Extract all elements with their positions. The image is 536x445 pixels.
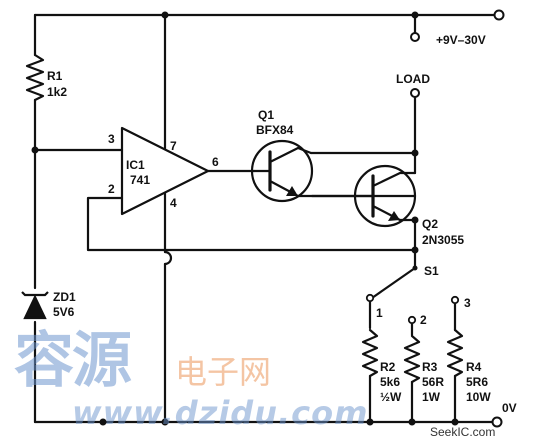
r4-value: 5R6 <box>466 375 489 389</box>
r4-power: 10W <box>466 390 491 404</box>
s1-contact-1 <box>365 293 375 303</box>
q1-transistor <box>250 139 314 203</box>
junction-dot <box>411 216 419 224</box>
zd1-name: ZD1 <box>53 290 76 304</box>
s1-pivot <box>412 265 418 271</box>
r3-name: R3 <box>422 360 438 374</box>
ground-label: 0V <box>502 401 517 415</box>
s1-contact-2 <box>407 315 417 325</box>
r1-resistor <box>25 53 45 102</box>
r2-value: 5k6 <box>380 375 401 389</box>
supply-label: +9V–30V <box>436 33 486 47</box>
ic1-pin4-label: 4 <box>170 196 177 210</box>
q1-collector <box>268 146 313 164</box>
q1-emitter-arrow <box>286 186 298 196</box>
junction-dot <box>161 11 169 19</box>
ic1-pin3-label: 3 <box>108 132 115 146</box>
q2-emitter-arrow <box>388 211 400 221</box>
supply-terminal <box>493 9 505 21</box>
junction-dot <box>411 149 419 157</box>
q2-part: 2N3055 <box>422 233 465 247</box>
r4-resistor <box>446 328 464 378</box>
junction-dot <box>31 146 39 154</box>
load-terminals <box>410 32 420 98</box>
s1-contact-3 <box>450 295 460 305</box>
ic1-pin7-label: 7 <box>170 139 177 153</box>
s1-pos1-label: 1 <box>376 306 383 320</box>
pin4-wire-crossover <box>163 250 173 266</box>
junction-dot <box>411 246 419 254</box>
junction-dot <box>411 11 419 19</box>
watermark-cn-main: 容源 <box>14 326 132 396</box>
load-terminal-top <box>410 32 420 42</box>
junction-dots <box>31 11 459 426</box>
zd1-zener-diode <box>21 291 49 320</box>
s1-name: S1 <box>424 264 439 278</box>
r2-resistor <box>361 328 379 378</box>
r2-power: ½W <box>380 390 402 404</box>
junction-dot <box>99 418 107 426</box>
ground-terminal <box>491 416 503 428</box>
s1-pos2-label: 2 <box>420 313 427 327</box>
watermark-corner: SeekIC.com <box>430 425 496 439</box>
junction-dot <box>366 418 374 426</box>
load-terminal-bottom <box>410 88 420 98</box>
s1-arm <box>370 266 417 300</box>
q2-collector <box>371 171 417 188</box>
r3-value: 56R <box>422 375 445 389</box>
r1-name: R1 <box>47 69 63 83</box>
watermark-url: www.dzidu.com <box>72 394 369 432</box>
ic1-pin2-label: 2 <box>108 182 115 196</box>
ic1-part: 741 <box>130 173 151 187</box>
r3-resistor <box>403 334 421 384</box>
r4-name: R4 <box>466 360 482 374</box>
ic1-pin6-label: 6 <box>212 155 219 169</box>
junction-dot <box>161 418 169 426</box>
q1-part: BFX84 <box>256 123 294 137</box>
zd1-value: 5V6 <box>53 305 75 319</box>
q1-name: Q1 <box>258 108 275 122</box>
load-label: LOAD <box>396 72 430 86</box>
watermark-cn-sub: 电子网 <box>175 353 272 391</box>
junction-dot <box>408 418 416 426</box>
r2-name: R2 <box>380 360 396 374</box>
r1-value: 1k2 <box>47 85 68 99</box>
ic1-name: IC1 <box>126 158 145 172</box>
s1-pos3-label: 3 <box>464 296 471 310</box>
junction-dot <box>451 418 459 426</box>
feedback-wire <box>86 196 417 252</box>
r3-power: 1W <box>422 390 440 404</box>
q2-name: Q2 <box>422 217 439 231</box>
